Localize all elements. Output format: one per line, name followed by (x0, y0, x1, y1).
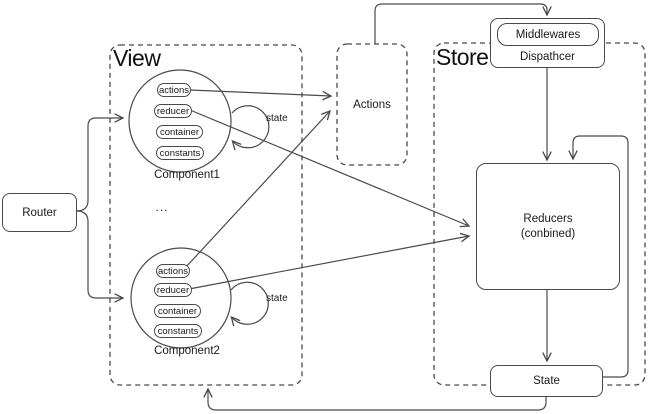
store-label: Store (436, 44, 489, 70)
components-ellipsis: ... (155, 200, 169, 214)
actions-node (336, 43, 408, 166)
dispatcher-label: Dispathcer (520, 51, 575, 63)
component1-reducer-to-reducers-arrow (189, 109, 471, 228)
component1-circle (128, 69, 232, 173)
pill-label: container (159, 126, 200, 138)
component2-pill-reducer: reducer (154, 283, 192, 297)
view-container (109, 44, 303, 386)
actions-to-middlewares-arrow (374, 3, 552, 44)
component2-pill-container: container (154, 304, 201, 318)
component1-pill-actions: actions (157, 83, 191, 97)
component2-state-loop-arrow (230, 281, 269, 327)
component2-pill-constants: constants (154, 324, 202, 338)
actions-label: Actions (353, 99, 391, 111)
component2-reducer-to-reducers-arrow (188, 232, 471, 290)
router-label: Router (22, 206, 57, 219)
router-to-component2-arrow (76, 210, 125, 303)
reducers-label-line2: (conbined) (520, 227, 576, 240)
pill-label: constants (159, 147, 201, 159)
component1-caption: Component1 (154, 169, 220, 181)
dispatcher-node: Middlewares Dispathcer (490, 18, 605, 68)
middlewares-node: Middlewares (497, 23, 599, 46)
component2-pill-actions: actions (156, 264, 190, 278)
component2-state-label: state (266, 293, 288, 304)
component2-actions-to-actions-arrow (185, 109, 332, 268)
component2-caption: Component2 (154, 345, 220, 357)
component1-state-label: state (266, 113, 288, 124)
pill-label: reducer (156, 105, 190, 117)
reducers-node: Reducers (conbined) (476, 163, 620, 290)
component1-pill-container: container (156, 125, 203, 139)
component1-actions-to-actions-arrow (189, 89, 333, 101)
pill-label: container (157, 305, 198, 317)
state-node: State (490, 365, 603, 397)
component1-pill-constants: constants (156, 146, 204, 160)
state-label: State (533, 375, 560, 387)
pill-label: constants (157, 325, 199, 337)
view-label: View (113, 45, 161, 71)
pill-label: actions (158, 84, 190, 96)
state-to-reducers-loop-arrow (568, 135, 629, 378)
state-to-view-loop-arrow (203, 387, 547, 411)
pill-label: reducer (156, 284, 190, 296)
router-node: Router (2, 193, 77, 232)
component2-circle (130, 247, 232, 349)
pill-label: actions (157, 265, 189, 277)
middlewares-label: Middlewares (515, 28, 581, 41)
component1-state-loop-arrow (231, 105, 270, 151)
component1-pill-reducer: reducer (154, 104, 192, 118)
router-to-component1-arrow (76, 113, 125, 212)
reducers-label-line1: Reducers (523, 213, 573, 226)
